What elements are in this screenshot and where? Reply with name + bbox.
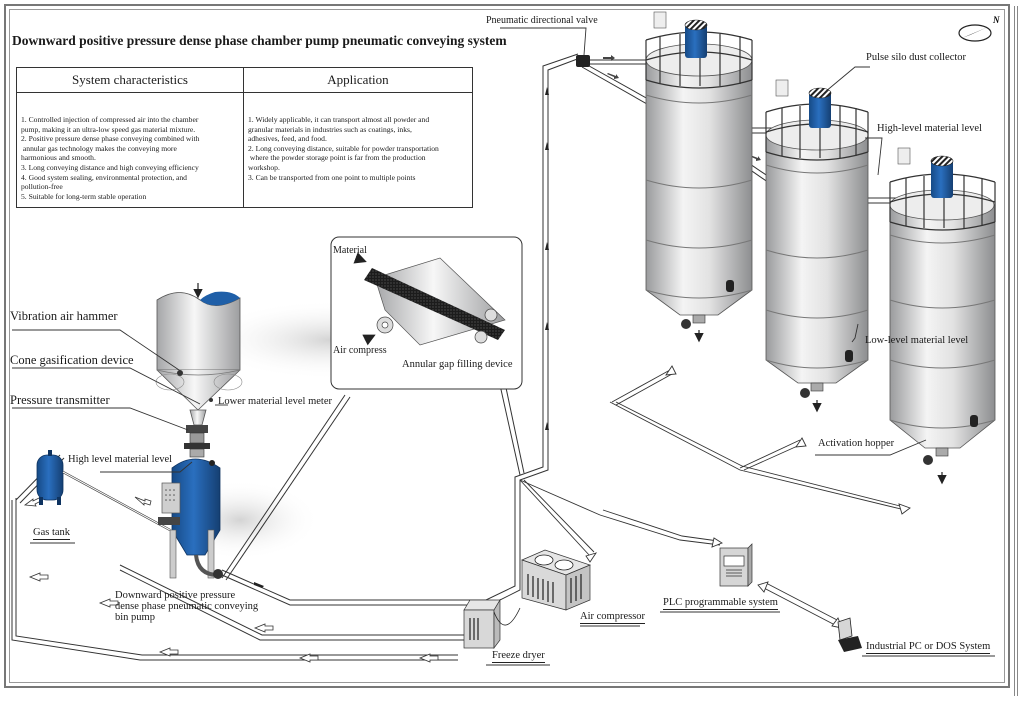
list-item: 2. Positive pressure dense phase conveyi… <box>21 134 200 144</box>
list-item: granular materials in industries such as… <box>248 124 412 134</box>
list-item: 3. Can be transported from one point to … <box>248 172 416 182</box>
system-characteristics-heading: System characteristics <box>17 68 243 93</box>
list-item: where the powder storage point is far fr… <box>248 153 426 163</box>
label-pulse-silo-dust-collector: Pulse silo dust collector <box>866 52 967 63</box>
annular-gap-detail <box>330 236 523 390</box>
label-activation-hopper: Activation hopper <box>818 438 895 449</box>
plc-cabinet <box>719 543 753 587</box>
compass-north-label: N <box>992 15 1000 25</box>
list-item: workshop. <box>248 162 280 172</box>
list-item: 3. Long conveying distance and high conv… <box>21 162 199 172</box>
list-item: 1. Widely applicable, it can transport a… <box>248 115 430 124</box>
list-item: harmonious and smooth. <box>21 153 96 163</box>
silo-3 <box>889 147 996 485</box>
label-high-level-material-level-silo: High-level material level <box>877 123 982 134</box>
label-bin-pump: Downward positive pressure dense phase p… <box>115 590 258 623</box>
conveying-pipe-main <box>221 53 581 606</box>
label-cone-gasification-device: Cone gasification device <box>10 353 134 367</box>
label-pneumatic-directional-valve: Pneumatic directional valve <box>486 15 598 26</box>
compass-icon: N <box>958 15 1000 42</box>
freeze-dryer-unit <box>463 598 521 650</box>
label-low-level-material-level: Low-level material level <box>865 335 969 346</box>
label-annular-gap-filling-device: Annular gap filling device <box>402 359 513 370</box>
silo-1 <box>645 11 753 343</box>
control-arrowheads <box>585 365 911 629</box>
label-freeze-dryer: Freeze dryer <box>492 650 545 663</box>
air-compressor-unit <box>521 549 591 611</box>
list-item: adhesives, feed, and food. <box>248 134 327 144</box>
label-air-compressor: Air compressor <box>580 611 646 624</box>
leader-lines <box>12 27 995 666</box>
list-item: 5. Suitable for long-term stable operati… <box>21 191 147 201</box>
application-heading: Application <box>244 68 472 93</box>
label-lower-material-level-meter: Lower material level meter <box>218 396 332 407</box>
label-bin-pump-line: bin pump <box>115 612 155 623</box>
label-gas-tank: Gas tank <box>33 527 71 540</box>
info-table: System characteristics 1. Controlled inj… <box>16 67 473 208</box>
list-item: pump, making it an ultra-low speed gas m… <box>21 124 196 134</box>
inner-frame <box>9 9 1005 683</box>
flow-arrows-main <box>254 87 549 588</box>
label-industrial-pc: Industrial PC or DOS System <box>866 641 991 654</box>
list-item: pollution-free <box>21 182 63 192</box>
page-title: Downward positive pressure dense phase c… <box>12 33 507 48</box>
outer-frame <box>4 4 1010 688</box>
label-pressure-transmitter: Pressure transmitter <box>10 393 110 407</box>
list-item: 1. Controlled injection of compressed ai… <box>21 115 199 124</box>
industrial-pc <box>837 617 862 652</box>
system-characteristics-column: System characteristics 1. Controlled inj… <box>17 68 244 207</box>
label-bin-pump-line: dense phase pneumatic conveying <box>115 601 259 612</box>
system-characteristics-list: 1. Controlled injection of compressed ai… <box>17 93 243 205</box>
label-air-compress: Air compress <box>333 345 387 356</box>
label-high-level-material-level-pump: High level material level <box>68 454 173 465</box>
label-vibration-air-hammer: Vibration air hammer <box>10 309 118 323</box>
label-material: Material <box>333 245 367 256</box>
silo-2 <box>765 79 869 413</box>
list-item: 2. Long conveying distance, suitable for… <box>248 143 439 153</box>
gas-tank <box>36 450 171 531</box>
valve-stack <box>184 425 210 458</box>
frame-edge <box>1014 6 1018 696</box>
label-plc-programmable-system: PLC programmable system <box>663 597 778 610</box>
application-list: 1. Widely applicable, it can transport a… <box>244 93 472 186</box>
application-column: Application 1. Widely applicable, it can… <box>244 68 472 207</box>
list-item: 4. Good system sealing, environmental pr… <box>21 172 187 182</box>
list-item: annular gas technology makes the conveyi… <box>21 143 177 153</box>
control-signal-lines <box>519 369 906 626</box>
label-bin-pump-line: Downward positive pressure <box>115 590 236 601</box>
